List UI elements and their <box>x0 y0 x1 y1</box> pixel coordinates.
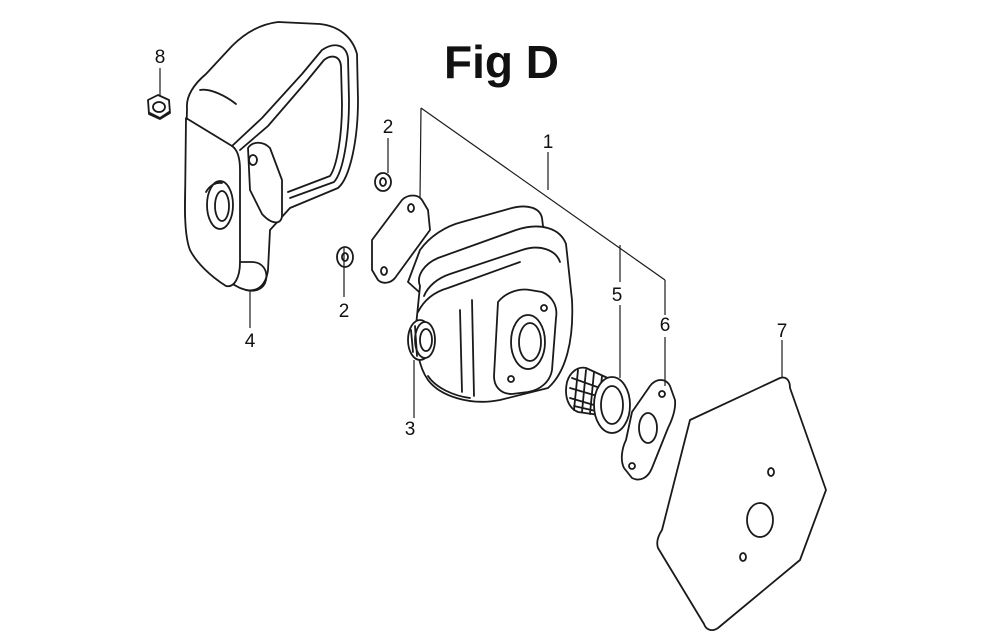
callout-2-lower: 2 <box>338 301 350 322</box>
muffler-gasket-plate <box>371 194 431 284</box>
part-3-exhaust-collar <box>407 319 436 361</box>
part-8-flange-nut <box>147 94 171 120</box>
part-2-washer-upper <box>374 172 392 192</box>
callout-1: 1 <box>542 132 554 153</box>
callout-8: 8 <box>154 47 166 68</box>
part-4-muffler-protector <box>184 21 359 292</box>
part-5-spark-arrester <box>565 366 631 434</box>
callout-5: 5 <box>611 285 623 306</box>
figure-title: Fig D <box>444 36 559 88</box>
leader-lines <box>159 68 783 418</box>
callout-4: 4 <box>244 331 256 352</box>
part-6-muffler-gasket <box>620 379 677 481</box>
callout-7: 7 <box>776 321 788 342</box>
callout-6: 6 <box>659 315 671 336</box>
part-2-washer-lower <box>336 246 354 268</box>
callout-3: 3 <box>404 419 416 440</box>
callout-2-upper: 2 <box>382 117 394 138</box>
part-1-muffler-body <box>407 205 574 403</box>
part-7-heat-shield-plate <box>656 376 827 631</box>
